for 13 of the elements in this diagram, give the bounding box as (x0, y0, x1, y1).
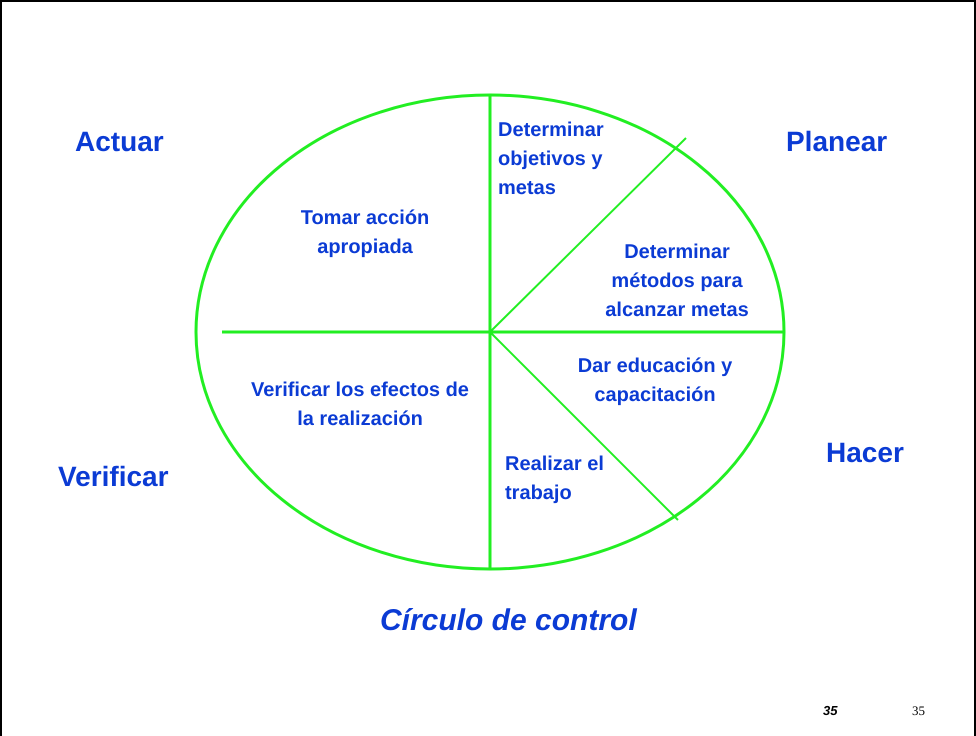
phase-label: Hacer (826, 437, 904, 469)
segment-text: Determinar objetivos y metas (498, 118, 605, 201)
page-number: 35 (912, 703, 925, 719)
segment-text: Determinar métodos para alcanzar metas (604, 240, 750, 323)
segment-text: Tomar acción apropiada (300, 206, 430, 260)
segment-text: Realizar el trabajo (505, 452, 605, 506)
phase-label: Planear (786, 126, 888, 158)
segment-text: Dar educación y capacitación (576, 354, 734, 408)
caption: Círculo de control (380, 604, 637, 638)
phase-label: Verificar (58, 461, 169, 493)
segment-text: Verificar los efectos de la realización (250, 378, 470, 432)
phase-label: Actuar (75, 126, 164, 158)
page-number: 35 (823, 703, 838, 718)
